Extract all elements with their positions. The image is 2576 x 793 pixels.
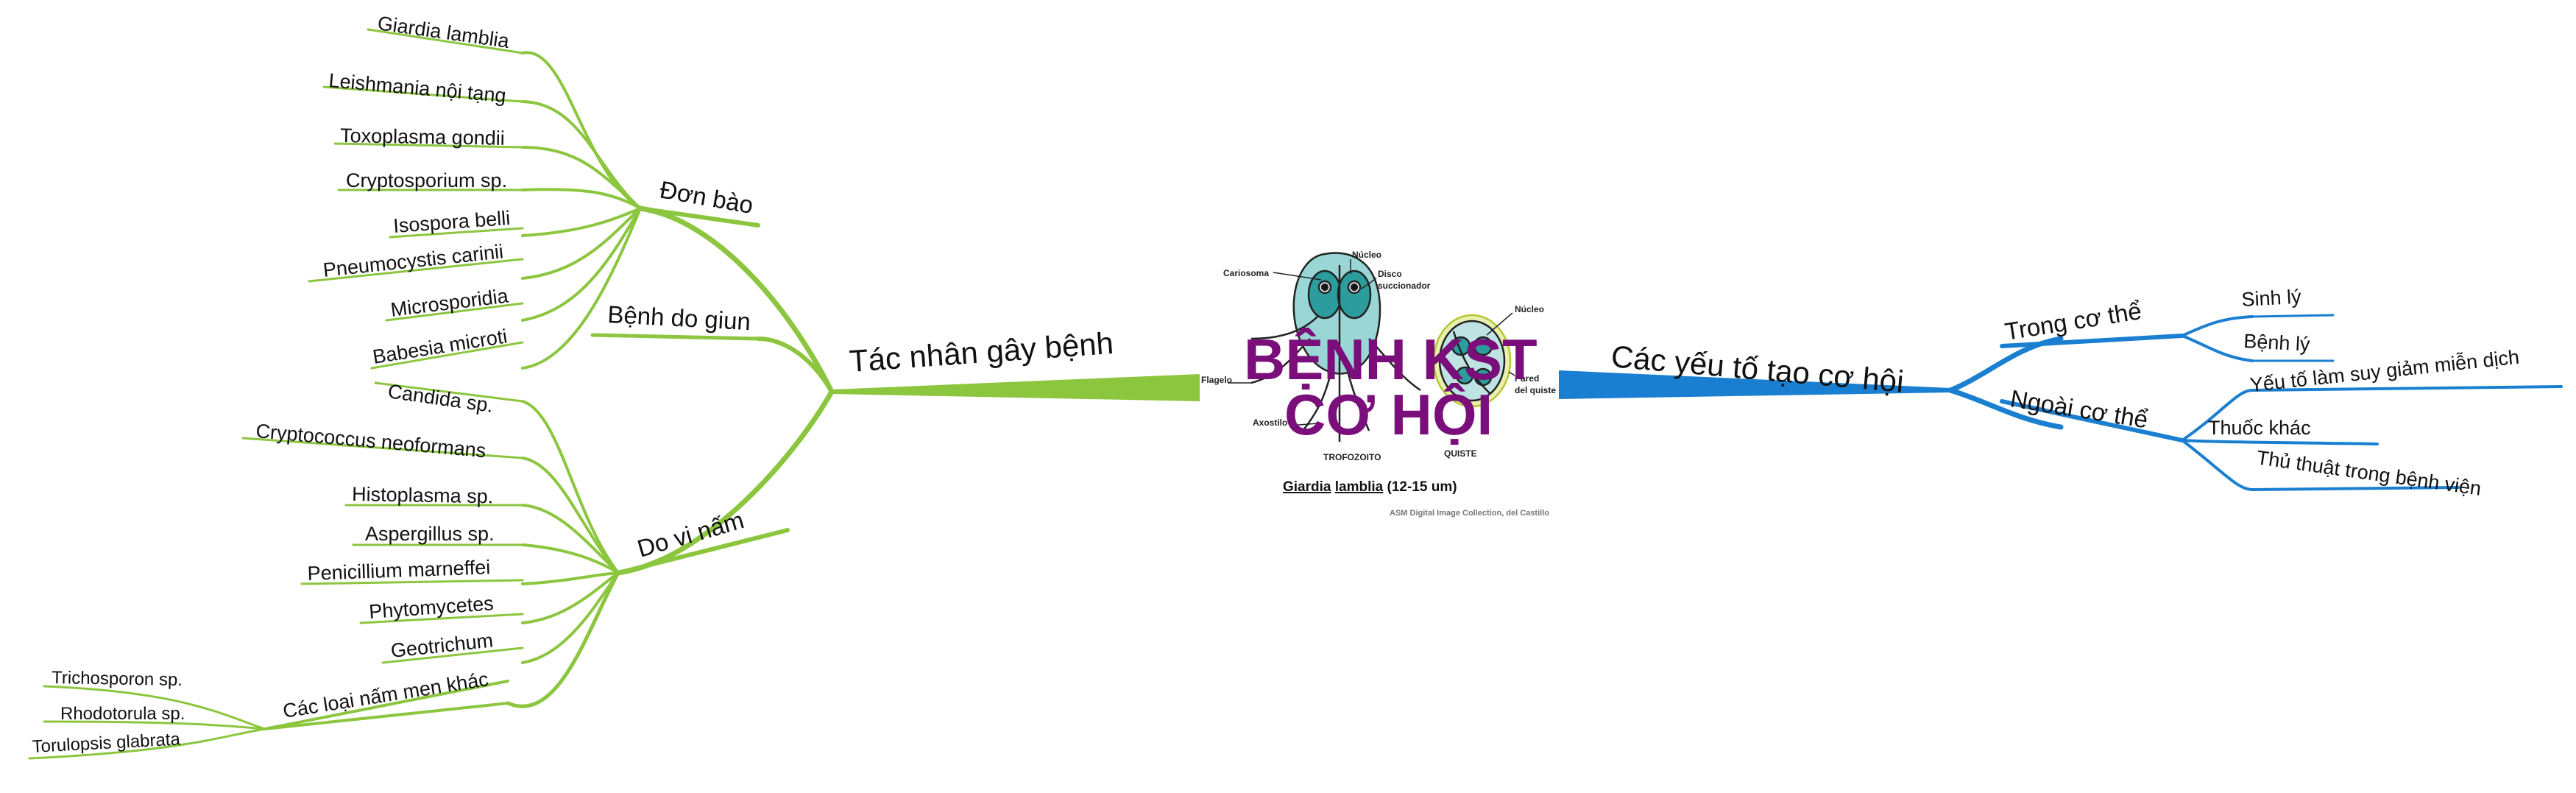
giun-label: Bệnh do giun bbox=[607, 300, 751, 335]
label-cariosoma: Cariosoma bbox=[1223, 268, 1269, 278]
leaf-underline bbox=[308, 258, 524, 283]
trong-underline bbox=[2000, 334, 2184, 348]
leaf-branch bbox=[43, 720, 266, 730]
leaf-branch bbox=[521, 571, 620, 624]
giun-underline bbox=[590, 333, 760, 341]
leaf-branch bbox=[2181, 385, 2563, 442]
center-title-line2: CƠ HỘI bbox=[1284, 382, 1493, 447]
leaf-underline bbox=[389, 227, 524, 239]
leaf-branch bbox=[506, 571, 620, 708]
leaf-label: Aspergillus sp. bbox=[365, 523, 495, 545]
caption-size: (12-15 um) bbox=[1387, 479, 1457, 495]
leaf-branch bbox=[2181, 439, 2379, 445]
main-branch-left bbox=[832, 374, 1200, 401]
main-branch-right bbox=[1559, 370, 1950, 399]
leaf-label: Microsporidia bbox=[389, 284, 510, 320]
branch-to-giun bbox=[756, 336, 834, 394]
leaf-underline bbox=[385, 302, 524, 322]
leaf-branch bbox=[43, 685, 266, 730]
leaf-underline bbox=[241, 437, 524, 459]
leaf-branch bbox=[521, 457, 620, 574]
leaf-branch bbox=[521, 400, 620, 574]
leaf-underline bbox=[367, 28, 524, 54]
leaf-label: Bệnh lý bbox=[2243, 330, 2311, 356]
label-nucleo-troph: Núcleo bbox=[1352, 250, 1381, 260]
leaf-branch bbox=[521, 100, 642, 210]
leaf-underline bbox=[2251, 314, 2335, 318]
leaf-branch bbox=[521, 571, 620, 585]
leaf-branch bbox=[521, 207, 642, 370]
image-credit: ASM Digital Image Collection, del Castil… bbox=[1390, 509, 1549, 518]
leaf-underline bbox=[374, 381, 524, 403]
label-flagelo: Flagelo bbox=[1201, 375, 1232, 385]
leaf-label: Cryptosporium sp. bbox=[346, 169, 507, 191]
label-axostilo: Axostilo bbox=[1253, 417, 1287, 428]
leaf-label: Toxoplasma gondii bbox=[340, 124, 505, 149]
leaf-branch bbox=[521, 207, 642, 237]
leaf-label: Torulopsis glabrata bbox=[32, 729, 181, 757]
leaf-underline bbox=[322, 85, 524, 103]
center-title-line1: BỆNH KST bbox=[1244, 327, 1538, 392]
leaf-label: Trichosporon sp. bbox=[52, 668, 183, 690]
leaf-label: Pneumocystis carinii bbox=[322, 240, 504, 281]
leaf-branch bbox=[521, 188, 642, 210]
leaf-underline bbox=[370, 341, 524, 370]
leaf-branch bbox=[2181, 315, 2254, 337]
label-del-quiste: del quiste bbox=[1515, 385, 1556, 395]
caption-species: lamblia bbox=[1335, 479, 1384, 495]
label-quiste: QUISTE bbox=[1444, 448, 1477, 459]
leaf-branch bbox=[521, 571, 620, 664]
leaf-label: Isospora belli bbox=[392, 207, 511, 237]
leaf-branch bbox=[521, 504, 620, 574]
annotation-leaders bbox=[1228, 259, 1515, 426]
leaf-underline bbox=[300, 579, 524, 585]
men-label: Các loại nấm men khác bbox=[281, 668, 489, 722]
leaf-label: Giardia lamblia bbox=[376, 12, 511, 52]
leaf-branch bbox=[521, 543, 620, 574]
left-branches bbox=[28, 28, 1200, 760]
leaf-branch bbox=[2181, 334, 2254, 362]
leaf-label: Phytomycetes bbox=[368, 592, 494, 623]
right-branches bbox=[1559, 314, 2563, 492]
don-bao-underline bbox=[638, 206, 760, 228]
label-trofozoito: TROFOZOITO bbox=[1323, 452, 1381, 462]
leaf-branch bbox=[521, 51, 642, 210]
label-succionador: succionador bbox=[1378, 281, 1431, 291]
leaf-label: Cryptococcus neoformans bbox=[255, 420, 486, 462]
leaf-label: Leishmania nội tạng bbox=[328, 69, 506, 107]
label-disco: Disco bbox=[1378, 269, 1402, 279]
leaf-underline bbox=[333, 142, 524, 149]
leaf-underline bbox=[359, 613, 524, 624]
nam-underline bbox=[616, 528, 790, 575]
leaf-branch bbox=[28, 727, 266, 760]
leaf-label: Babesia microti bbox=[371, 325, 509, 368]
cyst-illustration bbox=[1432, 314, 1512, 408]
label-nucleo-cyst: Núcleo bbox=[1515, 304, 1544, 314]
main-label-left: Tác nhân gây bệnh bbox=[848, 325, 1114, 378]
image-caption: Giardia lamblia (12-15 um) bbox=[1283, 479, 1457, 495]
branch-to-ngoai bbox=[1947, 387, 2064, 430]
leaf-branch bbox=[2181, 439, 2460, 492]
ngoai-label: Ngoài cơ thể bbox=[2009, 384, 2150, 433]
ngoai-underline bbox=[2000, 399, 2184, 443]
leaf-branch bbox=[521, 207, 642, 280]
leaf-label: Rhodotorula sp. bbox=[60, 704, 185, 724]
leaf-label: Sinh lý bbox=[2241, 286, 2302, 311]
leaf-underline bbox=[263, 680, 509, 730]
leaf-label: Thủ thuật trong bệnh viện bbox=[2255, 446, 2483, 500]
leaf-branch bbox=[521, 207, 642, 322]
leaf-label: Histoplasma sp. bbox=[352, 483, 494, 507]
branch-to-don-bao bbox=[637, 205, 835, 395]
label-pared: Pared bbox=[1515, 373, 1539, 384]
center-image: Cariosoma Núcleo Disco succionador Núcle… bbox=[1201, 250, 1556, 518]
leaf-label: Thuốc khác bbox=[2208, 417, 2311, 439]
leaf-label: Candida sp. bbox=[386, 380, 495, 417]
leaf-underline bbox=[381, 646, 524, 664]
caption-genus: Giardia bbox=[1283, 479, 1331, 495]
trophozoite-illustration bbox=[1250, 252, 1421, 442]
leaf-branch bbox=[521, 146, 642, 210]
